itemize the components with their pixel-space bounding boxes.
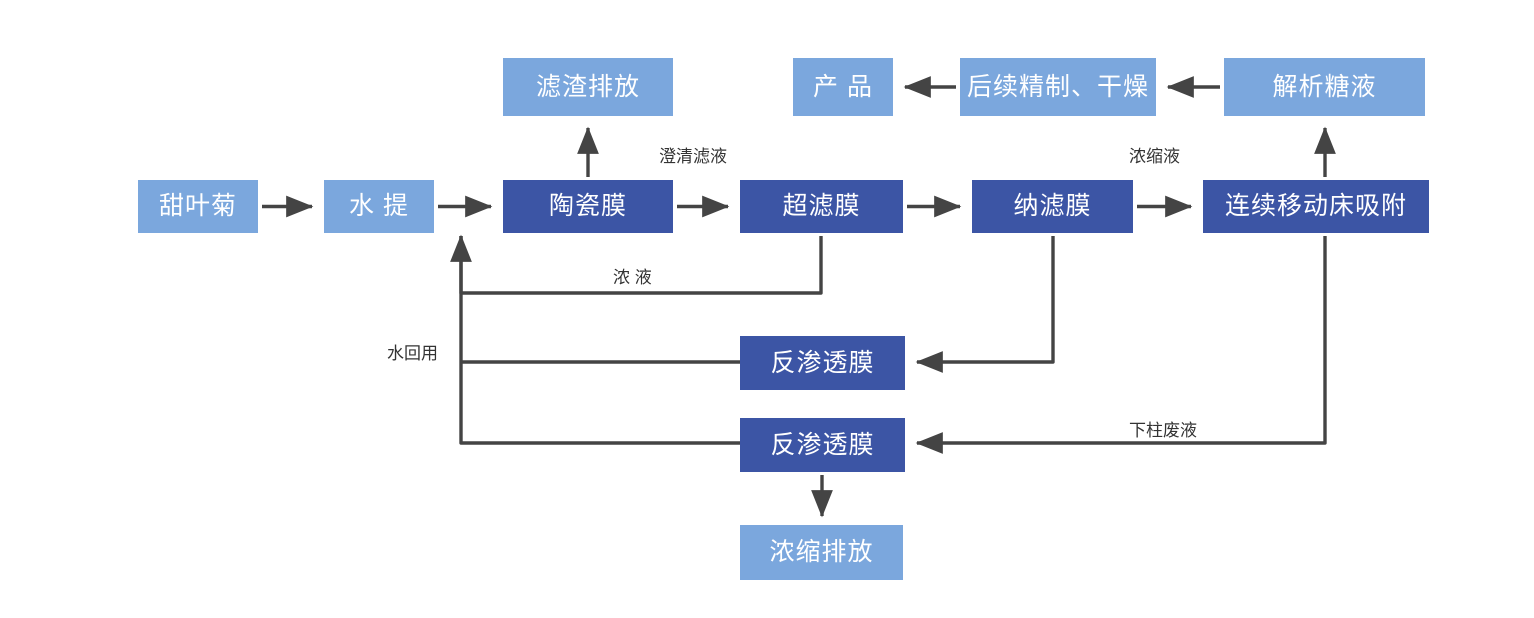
node-ultrafiltration-membrane[interactable]: 超滤膜 [740,180,903,233]
edge-label-concentrated-liquid: 浓缩液 [1129,147,1180,166]
edge-label-column-waste: 下柱废液 [1129,421,1197,440]
node-reverse-osmosis-lower-label: 反渗透膜 [770,430,875,459]
node-water-extraction-label: 水 提 [349,192,409,220]
node-reverse-osmosis-upper[interactable]: 反渗透膜 [740,336,905,390]
node-ceramic-membrane[interactable]: 陶瓷膜 [503,180,673,233]
node-stevia[interactable]: 甜叶菊 [138,180,258,233]
edge-label-retentate: 浓 液 [613,268,652,287]
node-water-extraction[interactable]: 水 提 [324,180,434,233]
node-desorbed-sugar-solution-label: 解析糖液 [1272,72,1377,101]
node-ceramic-membrane-label: 陶瓷膜 [548,192,627,220]
node-reverse-osmosis-lower[interactable]: 反渗透膜 [740,418,905,472]
node-ultrafiltration-membrane-label: 超滤膜 [782,192,861,220]
node-concentrate-discharge[interactable]: 浓缩排放 [740,525,903,580]
edge-smb-to-ro-lower [915,236,1327,454]
node-refining-drying-label: 后续精制、干燥 [966,72,1149,101]
node-product[interactable]: 产 品 [793,58,893,116]
node-desorbed-sugar-solution[interactable]: 解析糖液 [1224,58,1425,116]
node-nanofiltration-membrane-label: 纳滤膜 [1013,192,1092,220]
node-concentrate-discharge-label: 浓缩排放 [769,538,874,566]
node-continuous-moving-bed-adsorption[interactable]: 连续移动床吸附 [1203,180,1429,233]
node-continuous-moving-bed-adsorption-label: 连续移动床吸附 [1224,192,1407,220]
node-residue-discharge[interactable]: 滤渣排放 [503,58,673,116]
node-nanofiltration-membrane[interactable]: 纳滤膜 [972,180,1133,233]
node-refining-drying[interactable]: 后续精制、干燥 [960,58,1156,116]
edge-label-clear-filtrate: 澄清滤液 [659,147,727,166]
edge-nano-to-ro-upper [915,236,1055,373]
node-stevia-label: 甜叶菊 [158,192,237,220]
edge-ro-lower-water-reuse [459,236,740,445]
node-residue-discharge-label: 滤渣排放 [535,72,640,101]
node-reverse-osmosis-upper-label: 反渗透膜 [770,348,875,377]
node-product-label: 产 品 [813,72,873,101]
edge-label-water-reuse: 水回用 [387,344,438,363]
